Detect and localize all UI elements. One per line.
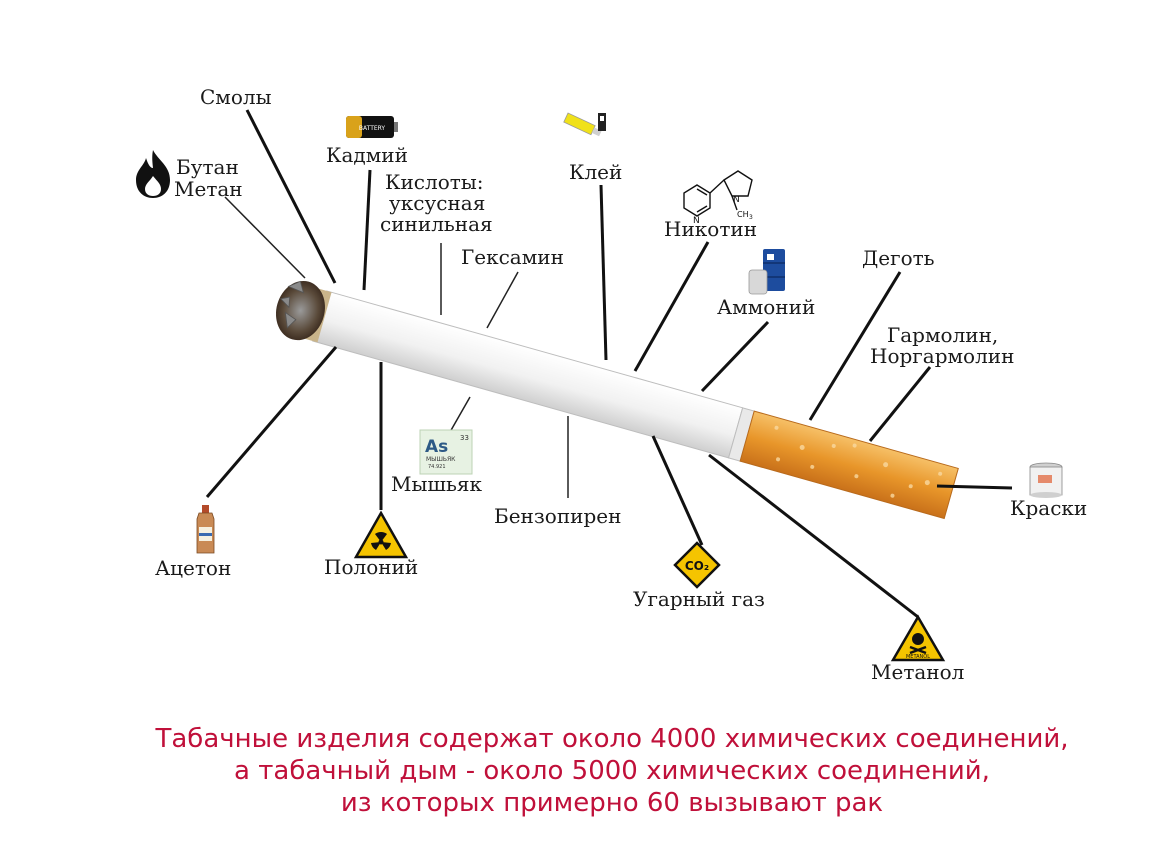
label-methane: Метан (174, 177, 243, 201)
label-benzopyrene: Бензопирен (494, 504, 621, 528)
caption-line-3: из которых примерно 60 вызывают рак (341, 788, 883, 818)
barrel-icon (763, 249, 785, 291)
label-nicotine: Никотин (664, 217, 757, 241)
svg-text:МЫШЬЯК: МЫШЬЯК (426, 456, 456, 463)
cigarette-paper (312, 290, 744, 459)
label-acids-title: Кислоты: (385, 170, 483, 194)
svg-text:As: As (425, 437, 448, 457)
label-pitch: Деготь (862, 246, 935, 270)
label-paints: Краски (1010, 496, 1087, 520)
svg-text:METANOL: METANOL (906, 654, 930, 660)
glue-cap-icon (598, 113, 606, 131)
label-methanol: Метанол (871, 660, 964, 684)
label-cadmium: Кадмий (326, 143, 408, 167)
label-acids-hydrocyanic: синильная (380, 212, 493, 236)
label-arsenic: Мышьяк (391, 472, 482, 496)
label-polonium: Полоний (324, 555, 418, 579)
svg-text:CH: CH (737, 210, 749, 219)
filter-speckles (774, 425, 943, 498)
co2-warning-icon: CO₂ (673, 541, 721, 589)
svg-text:74.921: 74.921 (428, 464, 446, 470)
label-acetone: Ацетон (155, 556, 231, 580)
caption-line-2: а табачный дым - около 5000 химических с… (234, 756, 990, 786)
label-tar: Смолы (200, 85, 272, 109)
glue-tube-icon (563, 112, 602, 137)
canister-icon (748, 269, 768, 295)
acetone-bottle-icon (196, 505, 215, 554)
label-harmaline: Гармолин, (887, 323, 998, 347)
label-norharmaline: Норгармолин (870, 344, 1014, 368)
label-hexamine: Гексамин (461, 245, 564, 269)
label-carbon-monoxide: Угарный газ (633, 587, 765, 611)
svg-text:CO₂: CO₂ (685, 559, 709, 573)
svg-text:N: N (693, 216, 700, 226)
label-butane: Бутан (176, 155, 239, 179)
flame-icon (136, 150, 170, 198)
cigarette (275, 280, 959, 520)
caption-line-1: Табачные изделия содержат около 4000 хим… (154, 724, 1068, 754)
leader-lines (205, 109, 1013, 619)
toxic-warning-icon: METANOL (890, 614, 946, 662)
paint-can-icon (1029, 462, 1063, 498)
label-ammonium: Аммоний (717, 295, 815, 319)
svg-text:N: N (733, 195, 740, 205)
label-acids-acetic: уксусная (389, 191, 485, 215)
arsenic-element-tile: As 33 МЫШЬЯК 74.921 (419, 429, 473, 475)
svg-text:BATTERY: BATTERY (359, 125, 386, 132)
label-glue: Клей (569, 160, 622, 184)
svg-text:3: 3 (749, 214, 753, 221)
labels: Смолы Кадмий Бутан Метан Кислоты: уксусн… (155, 85, 1087, 684)
ash-flakes (280, 280, 305, 329)
nicotine-structure-icon: N N CH 3 (683, 170, 753, 226)
radiation-warning-icon (353, 510, 409, 559)
battery-icon: BATTERY (346, 116, 398, 138)
cigarette-filter (739, 410, 959, 520)
caption: Табачные изделия содержат около 4000 хим… (154, 724, 1068, 818)
svg-text:33: 33 (460, 434, 469, 442)
